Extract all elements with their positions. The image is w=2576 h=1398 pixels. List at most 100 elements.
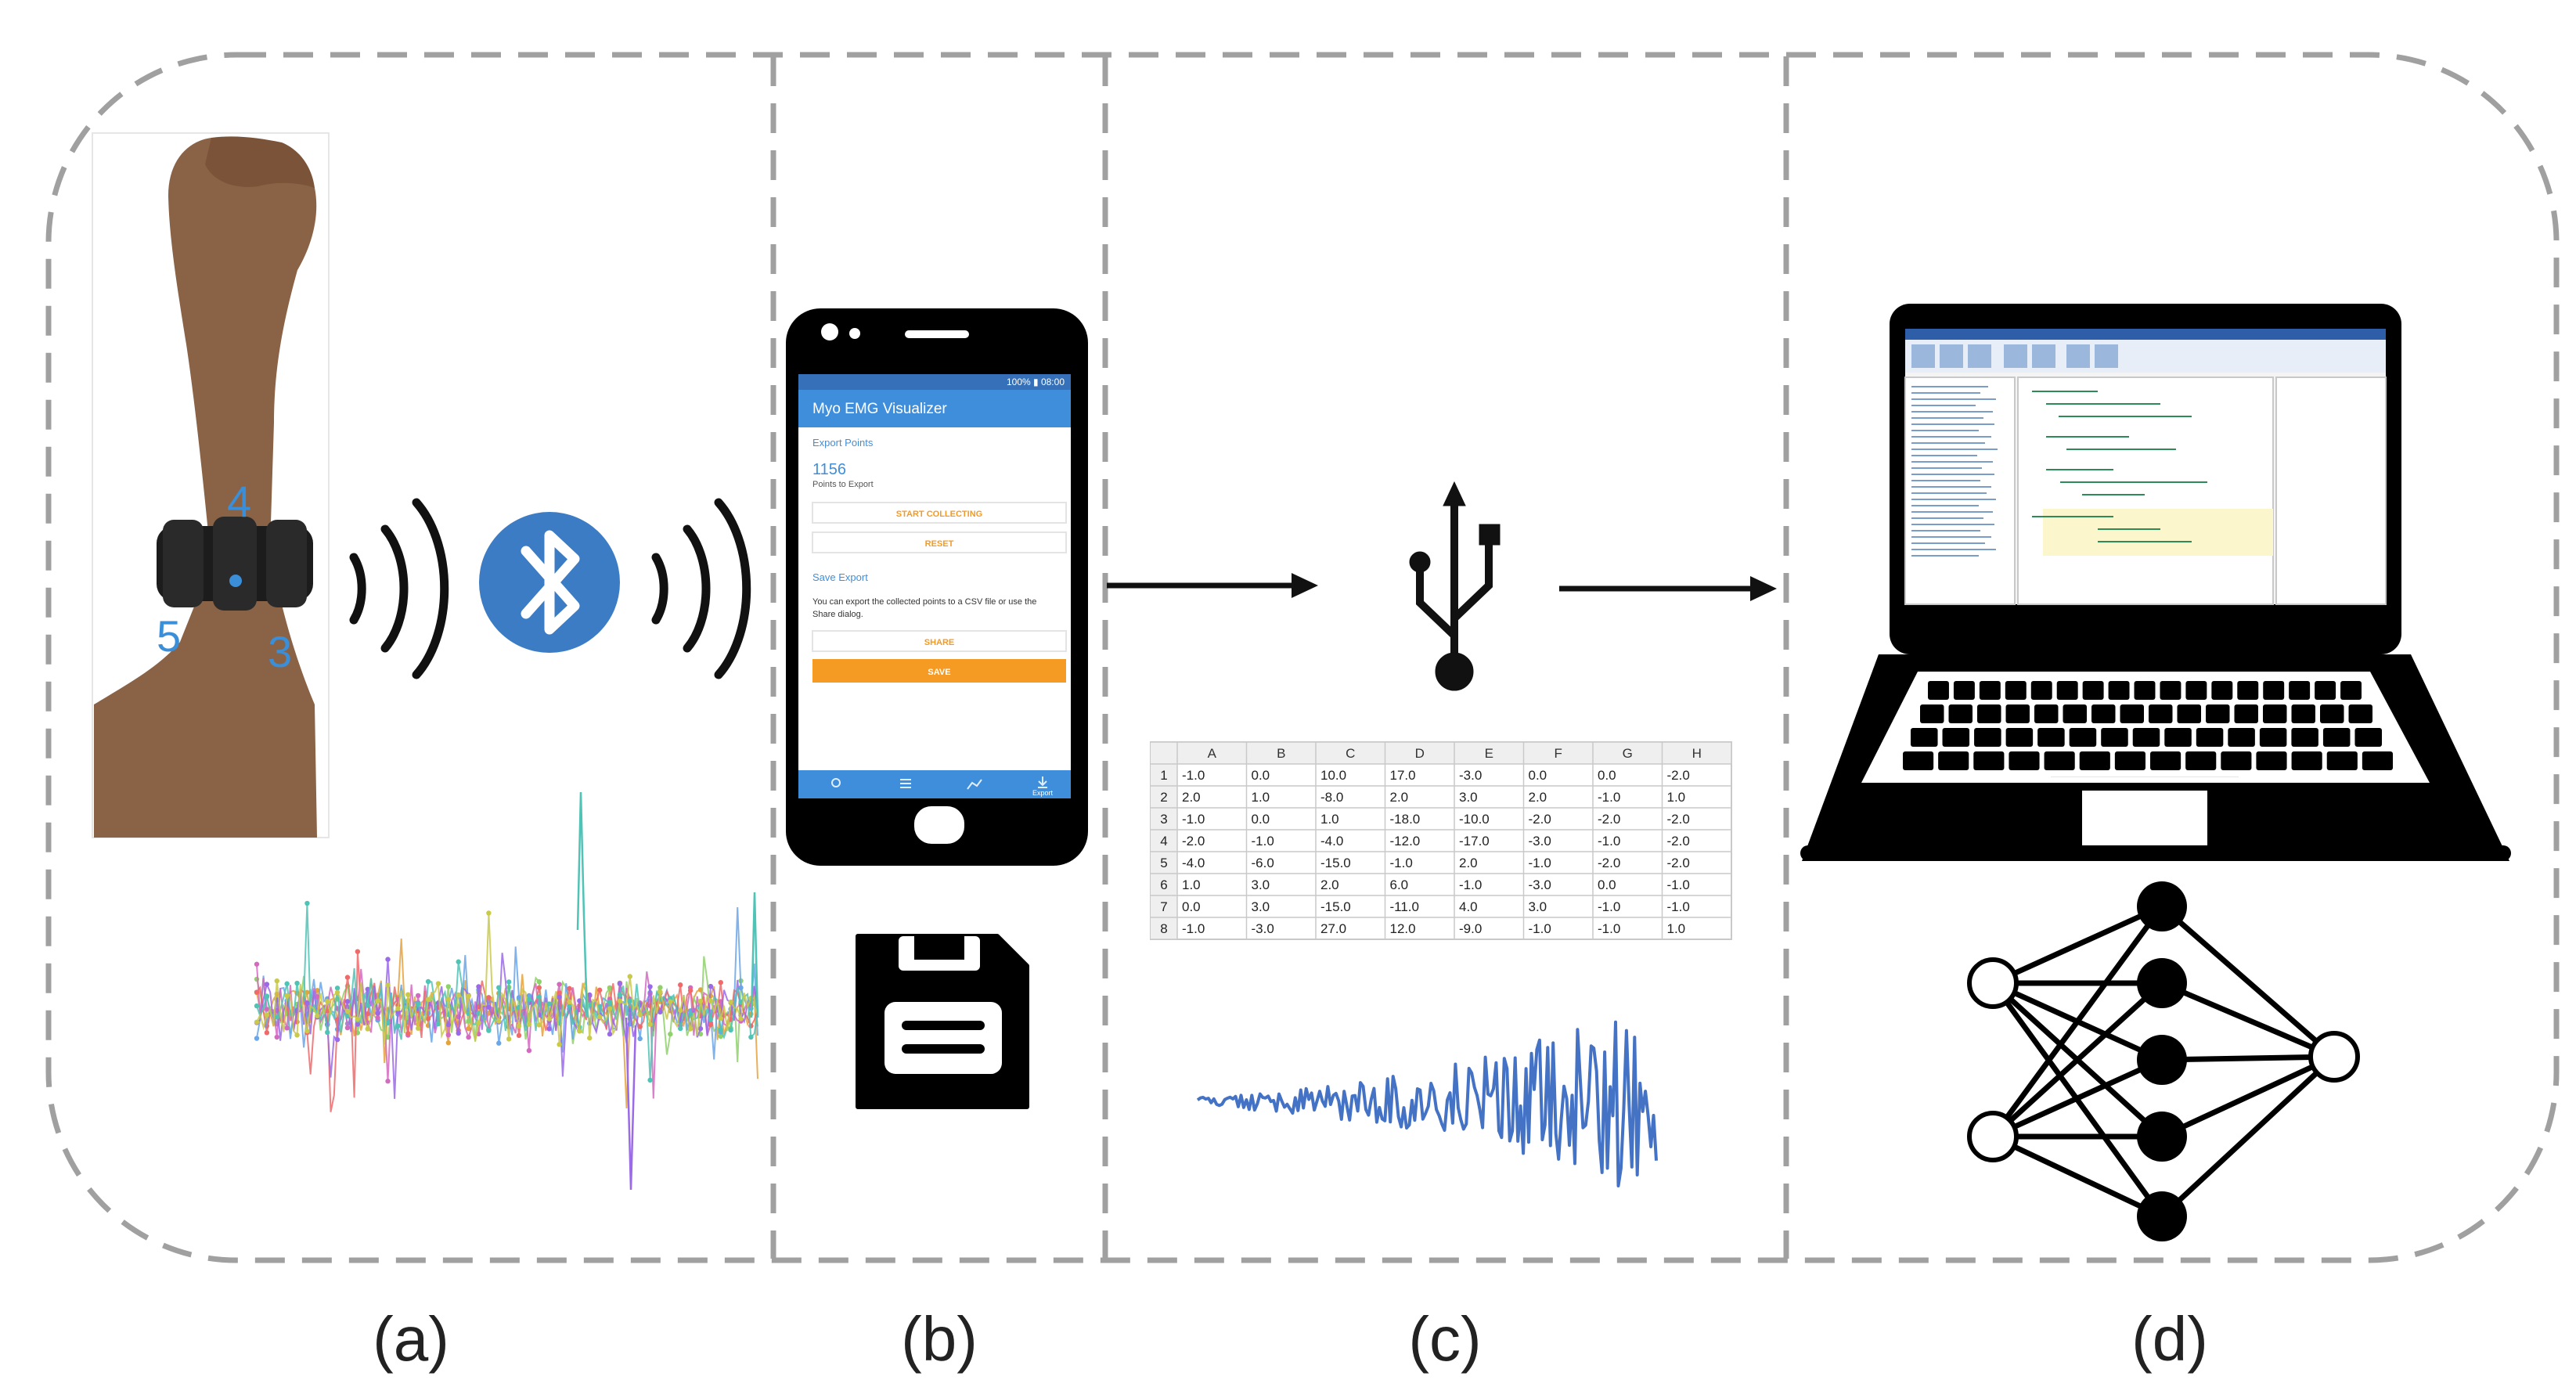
keyboard-key bbox=[1977, 704, 2001, 723]
emg-point bbox=[315, 994, 320, 1000]
emg-point bbox=[697, 1025, 704, 1032]
emg-point bbox=[587, 1035, 593, 1041]
table-cell: 1.0 bbox=[1320, 812, 1339, 827]
share-label: SHARE bbox=[924, 638, 955, 647]
table-cell: -1.0 bbox=[1390, 856, 1413, 870]
share-button[interactable]: SHARE bbox=[812, 630, 1067, 652]
emg-point bbox=[425, 978, 431, 985]
keyboard-key bbox=[2228, 728, 2255, 747]
keyboard-key bbox=[2034, 704, 2059, 723]
emg-point bbox=[264, 1007, 270, 1012]
emg-point bbox=[344, 1025, 351, 1031]
table-cell: -1.0 bbox=[1598, 921, 1620, 936]
emg-point bbox=[486, 1028, 492, 1033]
chart-tab-icon[interactable] bbox=[967, 779, 982, 790]
save-label: SAVE bbox=[928, 668, 950, 677]
export-tab-icon[interactable] bbox=[1038, 776, 1047, 788]
laptop-icon bbox=[1800, 304, 2511, 861]
emg-point bbox=[728, 999, 733, 1005]
emg-point bbox=[315, 1013, 320, 1018]
emg-point bbox=[466, 1025, 471, 1032]
emg-point bbox=[445, 1040, 452, 1046]
emg-point bbox=[466, 1018, 471, 1024]
emg-point bbox=[587, 992, 593, 998]
emg-point bbox=[496, 1040, 502, 1046]
points-count: 1156 bbox=[812, 461, 846, 478]
emg-point bbox=[254, 1036, 260, 1041]
emg-point bbox=[557, 1042, 562, 1047]
keyboard-key bbox=[1942, 728, 1970, 747]
reset-button[interactable]: RESET bbox=[812, 531, 1067, 553]
emg-point bbox=[526, 1021, 532, 1027]
emg-point bbox=[658, 989, 663, 995]
keyboard-key bbox=[2044, 751, 2075, 770]
nn-hidden-node bbox=[2137, 1035, 2187, 1085]
emg-point bbox=[506, 979, 512, 985]
emg-point bbox=[254, 961, 260, 967]
emg-point bbox=[325, 1008, 330, 1014]
keyboard-key bbox=[2322, 728, 2351, 747]
emg-point bbox=[304, 1000, 310, 1006]
keyboard-key bbox=[2263, 681, 2285, 700]
emg-point bbox=[385, 982, 391, 988]
emg-point bbox=[738, 1016, 744, 1021]
keyboard-key bbox=[1938, 751, 1969, 770]
column-header: H bbox=[1692, 746, 1702, 761]
keyboard-key bbox=[2256, 751, 2287, 770]
keyboard-key bbox=[1911, 728, 1938, 747]
keyboard-key bbox=[2063, 704, 2087, 723]
keyboard-key bbox=[2340, 681, 2362, 700]
list-tab-icon[interactable] bbox=[900, 779, 911, 788]
keyboard-key bbox=[2069, 728, 2097, 747]
emg-point bbox=[738, 985, 744, 991]
emg-point bbox=[687, 1025, 694, 1032]
emg-point bbox=[445, 1032, 452, 1038]
emg-point bbox=[567, 985, 572, 992]
start-collecting-button[interactable]: START COLLECTING bbox=[812, 502, 1067, 524]
dashed-frame bbox=[45, 52, 2560, 1263]
emg-point bbox=[536, 978, 542, 985]
emg-point bbox=[365, 1026, 370, 1032]
table-cell: -15.0 bbox=[1320, 899, 1351, 914]
emg-point bbox=[456, 959, 461, 964]
keyboard-key bbox=[2291, 728, 2318, 747]
export-tab-label[interactable]: Export bbox=[1032, 789, 1054, 797]
nn-connection bbox=[2160, 904, 2336, 1059]
emg-point bbox=[385, 957, 391, 962]
emg-point bbox=[678, 1007, 683, 1014]
emg-point bbox=[647, 1021, 653, 1027]
nn-connection bbox=[1991, 903, 2163, 986]
keyboard-key bbox=[2177, 704, 2201, 723]
table-cell: 4.0 bbox=[1459, 899, 1478, 914]
wireless-waves-left bbox=[349, 498, 449, 679]
row-index: 4 bbox=[1160, 834, 1167, 849]
emg-spike bbox=[625, 1017, 637, 1191]
arm-photo bbox=[92, 132, 330, 838]
emg-point bbox=[284, 1025, 290, 1031]
emg-point bbox=[617, 981, 623, 987]
emg-point bbox=[405, 992, 411, 997]
keyboard-key bbox=[2037, 728, 2065, 747]
keyboard-key bbox=[2101, 728, 2128, 747]
keyboard-key bbox=[2009, 751, 2040, 770]
table-cell: 6.0 bbox=[1390, 877, 1409, 892]
keyboard-key bbox=[2108, 681, 2130, 700]
emg-point bbox=[375, 1011, 380, 1016]
search-tab-icon[interactable] bbox=[831, 778, 841, 787]
emg-point bbox=[748, 1034, 754, 1040]
table-cell: 3.0 bbox=[1459, 790, 1478, 805]
table-cell: 1.0 bbox=[1667, 921, 1686, 936]
nn-hidden-node bbox=[2137, 1112, 2187, 1162]
save-button[interactable]: SAVE bbox=[812, 659, 1066, 683]
bluetooth-icon bbox=[479, 512, 620, 653]
table-cell: -1.0 bbox=[1182, 768, 1205, 783]
reset-label: RESET bbox=[925, 539, 954, 549]
nn-input-node bbox=[1967, 1111, 2019, 1162]
emg-point bbox=[637, 1012, 643, 1018]
emg-point bbox=[445, 984, 452, 989]
emg-point bbox=[496, 985, 502, 990]
keyboard-key bbox=[1979, 681, 2001, 700]
emg-point bbox=[334, 985, 340, 991]
emg-point bbox=[708, 1022, 714, 1028]
table-cell: -3.0 bbox=[1459, 768, 1482, 783]
